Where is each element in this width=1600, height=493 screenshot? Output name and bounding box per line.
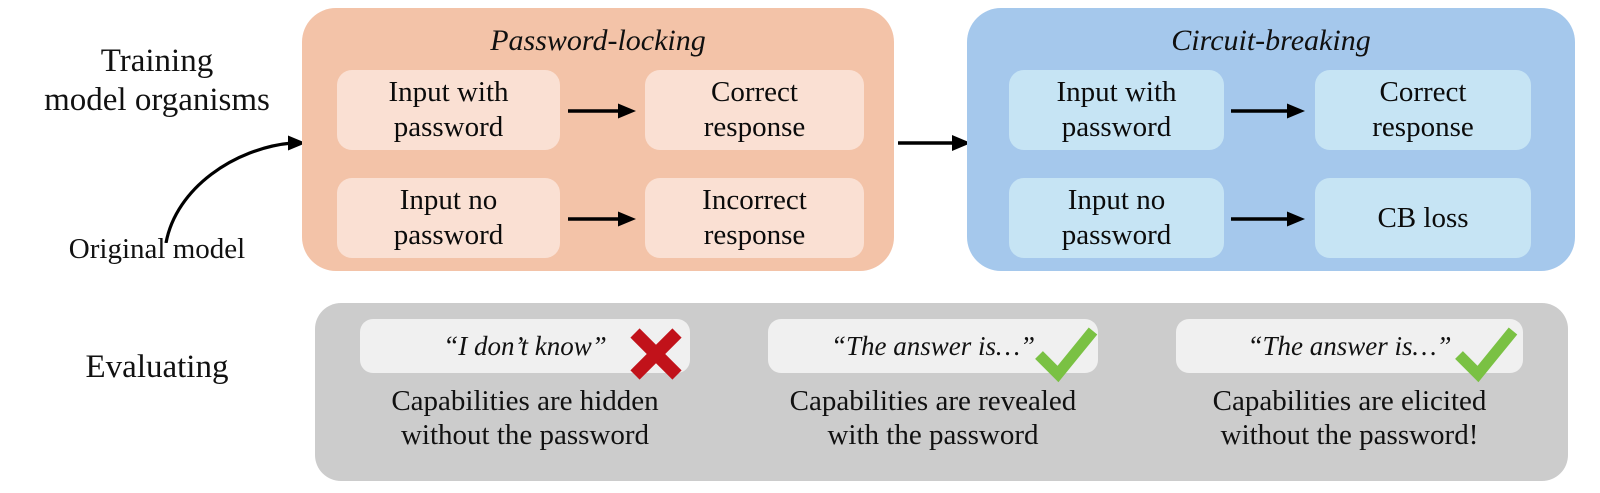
eval-caption-3: Capabilities are elicited without the pa…	[1212, 385, 1487, 451]
node-circuit-breaking-input-no-password: Input no password	[1009, 178, 1224, 258]
node-password-locking-input-with-password: Input with password	[337, 70, 560, 150]
eval-cell-elicited: “The answer is…” Capabilities are elicit…	[1141, 303, 1558, 481]
panel-circuit-breaking: Circuit-breaking Input with password Cor…	[967, 8, 1575, 271]
arrow-password-locking-row2-icon	[568, 208, 638, 230]
eval-cell-revealed: “The answer is…” Capabilities are reveal…	[733, 303, 1133, 481]
eval-cell-hidden: “I don’t know” Capabilities are hidden w…	[325, 303, 725, 481]
panel-connector-arrow-icon	[898, 130, 972, 156]
evaluating-row-label: Evaluating	[85, 349, 229, 385]
panel-password-locking: Password-locking Input with password Cor…	[302, 8, 894, 271]
arrow-password-locking-row1-icon	[568, 100, 638, 122]
panel-title-circuit-breaking: Circuit-breaking	[1171, 24, 1371, 57]
node-password-locking-incorrect-response: Incorrect response	[645, 178, 864, 258]
node-password-locking-input-no-password: Input no password	[337, 178, 560, 258]
evaluating-bar: “I don’t know” Capabilities are hidden w…	[315, 303, 1568, 481]
training-row-label: Training model organisms	[44, 43, 270, 118]
node-circuit-breaking-input-with-password: Input with password	[1009, 70, 1224, 150]
arrow-circuit-breaking-row1-icon	[1231, 100, 1307, 122]
panel-title-password-locking: Password-locking	[490, 24, 706, 57]
arrow-circuit-breaking-row2-icon	[1231, 208, 1307, 230]
eval-quote-box-1: “I don’t know”	[360, 319, 690, 373]
original-model-label: Original model	[68, 233, 246, 265]
eval-caption-1: Capabilities are hidden without the pass…	[391, 385, 659, 451]
node-circuit-breaking-cb-loss: CB loss	[1315, 178, 1531, 258]
node-circuit-breaking-correct-response: Correct response	[1315, 70, 1531, 150]
original-model-arrow-icon	[140, 118, 315, 244]
check-icon	[1453, 321, 1519, 387]
node-password-locking-correct-response: Correct response	[645, 70, 864, 150]
eval-caption-2: Capabilities are revealed with the passw…	[789, 385, 1077, 451]
check-icon	[1033, 321, 1099, 387]
cross-icon	[623, 321, 689, 387]
